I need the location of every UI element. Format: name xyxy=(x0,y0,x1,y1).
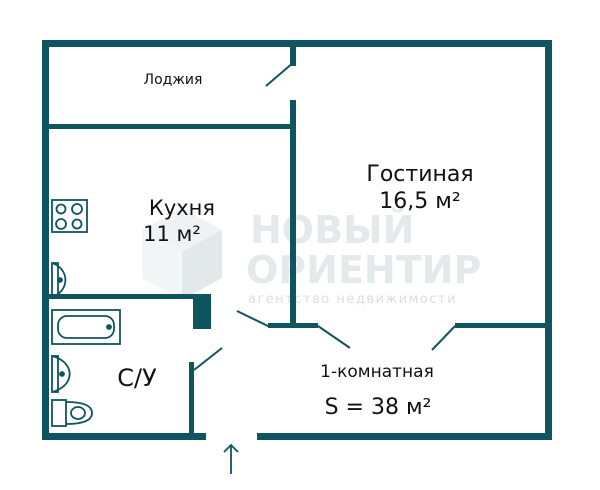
bathroom-sink-icon xyxy=(51,355,71,393)
room-area-kitchen: 11 м² xyxy=(143,222,201,246)
kitchen-sink-icon xyxy=(51,262,67,298)
apartment-area: S = 38 м² xyxy=(325,395,432,420)
living-door-left xyxy=(317,325,351,349)
room-label-living: Гостиная xyxy=(366,162,473,187)
room-area-living: 16,5 м² xyxy=(379,189,460,214)
walls xyxy=(42,40,552,440)
bathtub-icon xyxy=(51,309,121,345)
watermark-logo-icon xyxy=(142,208,222,300)
watermark-tagline: агентство недвижимости xyxy=(248,292,457,307)
stove-icon xyxy=(51,199,88,233)
bathroom-door xyxy=(193,347,223,371)
room-label-kitchen: Кухня xyxy=(149,196,215,220)
room-label-bathroom: С/У xyxy=(117,364,157,392)
room-label-loggia: Лоджия xyxy=(144,72,203,88)
watermark-line1: НОВЫЙ xyxy=(250,208,414,252)
watermark: НОВЫЙ ОРИЕНТИР агентство недвижимости xyxy=(142,208,481,307)
living-door-right xyxy=(431,325,456,351)
apartment-type: 1-комнатная xyxy=(320,362,434,382)
arrow-up-icon xyxy=(223,443,239,474)
doors xyxy=(193,61,456,371)
toilet-icon xyxy=(51,399,93,427)
loggia-door xyxy=(265,61,295,87)
kitchen-door xyxy=(236,310,271,328)
watermark-line2: ОРИЕНТИР xyxy=(246,248,481,292)
